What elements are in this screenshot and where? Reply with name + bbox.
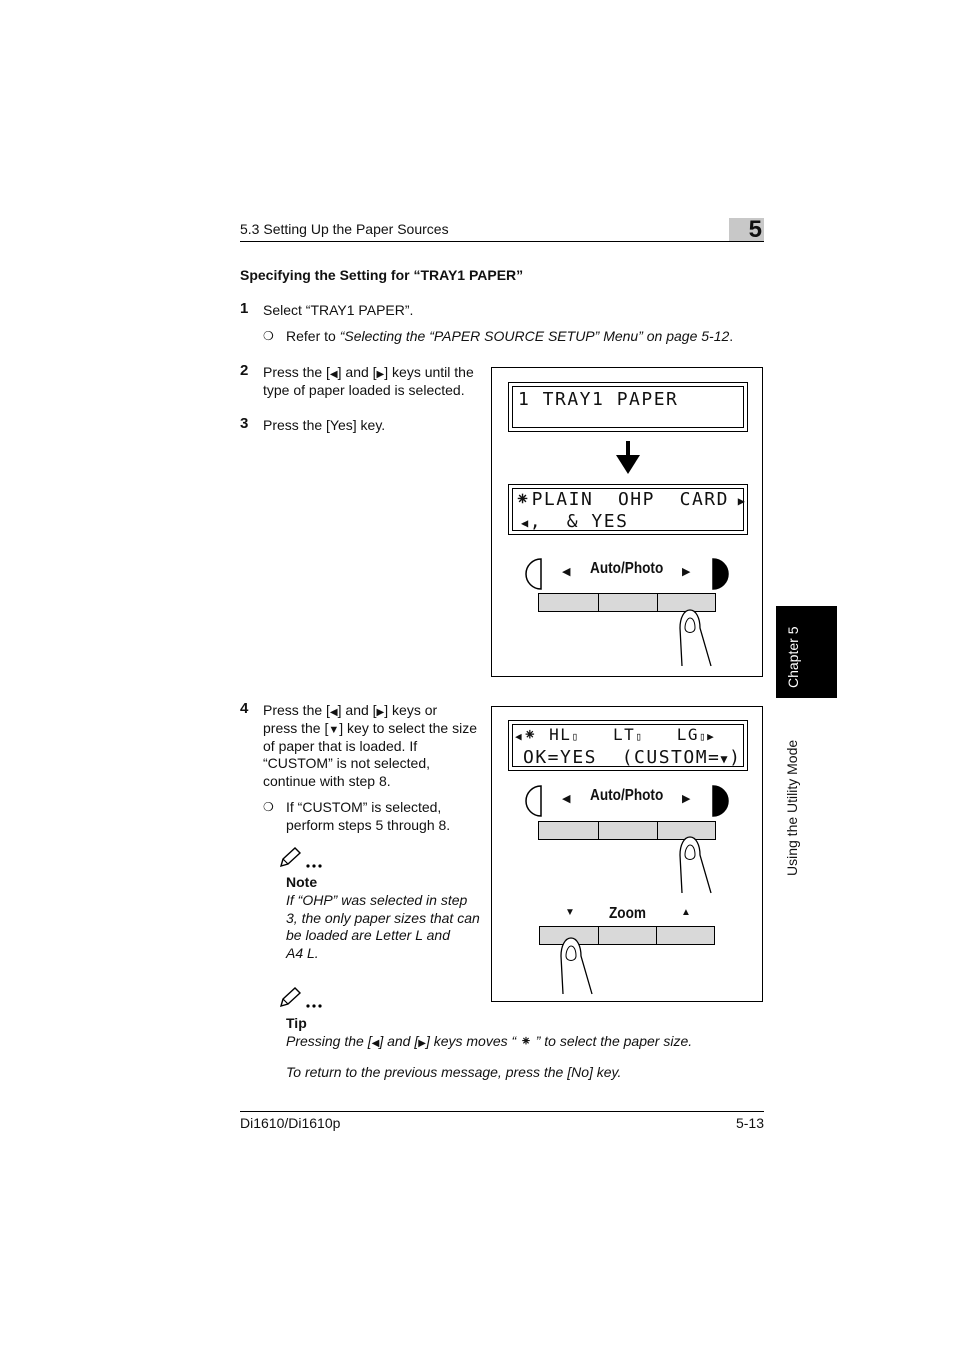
step-2-line-1: Press the [◀] and [▶] keys until the	[263, 364, 474, 380]
portrait-icon: ▯	[635, 730, 644, 743]
tip-line-2: To return to the previous message, press…	[286, 1064, 622, 1080]
chapter-tab-label: Chapter 5	[785, 626, 801, 688]
down-triangle-icon: ▼	[720, 752, 730, 766]
left-arrow-icon: ◀	[329, 707, 338, 718]
right-half-circle-icon	[712, 558, 729, 590]
auto-photo-label: Auto/Photo	[590, 787, 664, 804]
lcd-display-paper-type: ⁕PLAIN OHP CARD ▶ ◀, & YES	[508, 484, 748, 535]
finger-pointer-icon	[679, 836, 712, 894]
lcd-display-paper-size: ◀⁕ HL▯ LT▯ LG▯▶ OK=YES (CUSTOM=▼)	[508, 720, 748, 771]
finger-pointer-icon	[679, 609, 712, 667]
step-4-sub-line-1: If “CUSTOM” is selected,	[286, 799, 442, 815]
figure-2-frame: ◀⁕ HL▯ LT▯ LG▯▶ OK=YES (CUSTOM=▼) ◀ Auto…	[491, 706, 763, 1002]
right-pointer-icon: ▶	[707, 730, 716, 743]
cursor-asterisk-icon: ⁕	[523, 725, 539, 744]
down-triangle-icon: ▼	[328, 724, 340, 736]
left-half-circle-icon	[525, 558, 542, 590]
step-4-line-2: press the [▼] key to select the size	[263, 720, 477, 736]
left-arrow-icon: ◀	[329, 369, 338, 380]
step-4-line-1: Press the [◀] and [▶] keys or	[263, 702, 438, 718]
note-line-4: A4 L.	[286, 945, 319, 961]
zoom-label: Zoom	[609, 905, 647, 922]
zoom-up-arrow-icon: ▲	[681, 907, 691, 918]
step-number-4: 4	[240, 700, 249, 717]
page-subheading: Specifying the Setting for “TRAY1 PAPER”	[240, 267, 524, 283]
utility-mode-label: Using the Utility Mode	[784, 739, 800, 876]
right-arrow-icon: ▶	[376, 369, 385, 380]
panel-key-row[interactable]	[538, 821, 716, 840]
footer-model: Di1610/Di1610p	[240, 1115, 341, 1131]
step-3-text: Press the [Yes] key.	[263, 417, 386, 433]
pencil-note-icon	[279, 847, 322, 868]
right-arrow-icon: ▶	[418, 1038, 426, 1049]
panel-left-arrow-icon: ◀	[562, 793, 571, 805]
chapter-number-box	[729, 218, 764, 242]
step-number-1: 1	[240, 300, 249, 317]
cursor-asterisk-icon: ⁕	[516, 1033, 536, 1049]
note-line-3: be loaded are Letter L and	[286, 927, 450, 943]
footer-page-number: 5-13	[735, 1115, 764, 1131]
chapter-number: 5	[748, 216, 762, 243]
note-line-1: If “OHP” was selected in step	[286, 892, 468, 908]
bullet-icon: ❍	[263, 329, 274, 343]
panel-key-row[interactable]	[538, 593, 716, 612]
left-pointer-icon: ◀	[515, 730, 524, 743]
figure-1-frame: 1 TRAY1 PAPER ⁕PLAIN OHP CARD ▶ ◀, & YES…	[491, 367, 763, 677]
step-4-line-5: continue with step 8.	[263, 773, 391, 789]
bullet-icon: ❍	[263, 800, 274, 814]
tip-label: Tip	[286, 1015, 307, 1031]
step-1-reference: Refer to “Selecting the “PAPER SOURCE SE…	[286, 328, 734, 344]
step-4-line-3: of paper that is loaded. If	[263, 738, 418, 754]
zoom-down-arrow-icon: ▼	[565, 907, 575, 918]
lcd-line-tray1: 1 TRAY1 PAPER	[518, 389, 679, 410]
auto-photo-label: Auto/Photo	[590, 560, 664, 577]
header-rule	[240, 241, 764, 242]
right-arrow-icon: ▶	[376, 707, 385, 718]
finger-pointer-icon	[560, 937, 593, 995]
lcd-line-keys-yes: ◀, & YES	[521, 511, 629, 532]
panel-right-arrow-icon: ▶	[682, 566, 691, 578]
step-2-line-2: type of paper loaded is selected.	[263, 382, 465, 398]
step-1-text: Select “TRAY1 PAPER”.	[263, 302, 414, 318]
pencil-tip-icon	[279, 987, 322, 1008]
section-title: 5.3 Setting Up the Paper Sources	[240, 221, 449, 237]
lcd-line-ok-custom: OK=YES (CUSTOM=▼)	[523, 747, 742, 768]
cursor-asterisk-icon: ⁕	[515, 489, 532, 510]
left-arrow-icon: ◀	[371, 1038, 380, 1049]
panel-left-arrow-icon: ◀	[562, 566, 571, 578]
lcd-line-sizes: ◀⁕ HL▯ LT▯ LG▯▶	[515, 725, 716, 744]
lcd-display-tray1: 1 TRAY1 PAPER	[508, 382, 748, 432]
footer-rule	[240, 1111, 764, 1112]
zoom-key-row[interactable]	[539, 926, 715, 945]
step-number-2: 2	[240, 362, 249, 379]
down-arrow-icon	[616, 441, 640, 474]
panel-right-arrow-icon: ▶	[682, 793, 691, 805]
note-line-2: 3, the only paper sizes that can	[286, 910, 480, 926]
right-half-circle-icon	[712, 785, 729, 817]
chapter-tab: Chapter 5	[776, 606, 837, 698]
left-pointer-icon: ◀	[521, 516, 530, 530]
step-number-3: 3	[240, 415, 249, 432]
right-pointer-icon: ▶	[728, 494, 747, 508]
lcd-line-paper-types: ⁕PLAIN OHP CARD ▶	[515, 489, 747, 510]
tip-line-1: Pressing the [◀] and [▶] keys moves “ ⁕ …	[286, 1033, 693, 1049]
note-label: Note	[286, 874, 318, 890]
step-4-line-4: “CUSTOM” is not selected,	[263, 755, 431, 771]
landscape-icon: ▯	[571, 730, 580, 743]
portrait-icon: ▯	[699, 730, 708, 743]
left-half-circle-icon	[525, 785, 542, 817]
step-4-sub-line-2: perform steps 5 through 8.	[286, 817, 451, 833]
